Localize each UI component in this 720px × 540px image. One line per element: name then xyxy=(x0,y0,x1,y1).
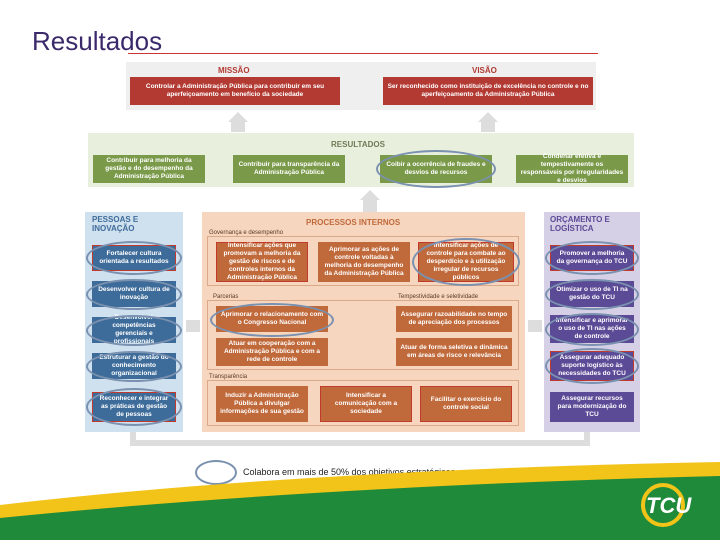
orcamento-title: ORÇAMENTO E LOGÍSTICA xyxy=(550,215,610,233)
feedback-bracket-right xyxy=(584,432,590,446)
arrow-shaft-center xyxy=(363,200,377,212)
resultado-item-4: Condenar efetiva e tempestivamente os re… xyxy=(516,153,628,184)
legend-text: Colabora em mais de 50% dos objetivos es… xyxy=(243,467,456,477)
processos-title: PROCESSOS INTERNOS xyxy=(306,218,401,227)
highlight-ring xyxy=(412,238,520,286)
pessoas-title: PESSOAS E INOVAÇÃO xyxy=(92,215,139,233)
section-tempestividade: Tempestividade e seletividade xyxy=(398,294,479,300)
transparencia-frame xyxy=(207,380,519,426)
arrow-up-left-icon xyxy=(228,112,248,122)
highlight-ring xyxy=(86,241,182,275)
transp-item-1: Induzir a Administração Pública a divulg… xyxy=(216,386,308,422)
green-swoosh xyxy=(0,476,720,540)
tcu-logo-text: TCU xyxy=(646,493,692,518)
highlight-ring xyxy=(545,348,639,384)
resultado-item-2: Contribuir para transparência da Adminis… xyxy=(233,155,345,183)
section-transparencia: Transparência xyxy=(209,374,248,380)
missao-box: Controlar a Administração Pública para c… xyxy=(130,77,340,105)
arrow-up-center-icon xyxy=(360,190,380,200)
tcu-logo-icon: TCU xyxy=(641,483,692,527)
resultado-item-1: Contribuir para melhoria da gestão e do … xyxy=(93,155,205,183)
arrow-shaft-left xyxy=(231,122,245,132)
section-governanca: Governança e desempenho xyxy=(209,230,284,236)
highlight-ring xyxy=(86,279,182,310)
highlight-ring xyxy=(86,351,182,382)
orc-item-5: Assegurar recursos para modernização do … xyxy=(550,392,634,422)
legend-ring-icon xyxy=(195,460,237,485)
arrow-up-right-icon xyxy=(478,112,498,122)
parc-item-2: Atuar em cooperação com a Administração … xyxy=(216,338,328,366)
temp-item-2: Atuar de forma seletiva e dinâmica em ár… xyxy=(396,338,512,366)
arrow-right-side-icon xyxy=(528,320,542,332)
gov-item-2: Aprimorar as ações de controle voltadas … xyxy=(318,242,410,282)
arrow-shaft-right xyxy=(481,122,495,132)
section-parcerias: Parcerias xyxy=(213,294,239,300)
transp-item-3: Facilitar o exercício do controle social xyxy=(420,386,512,422)
visao-box: Ser reconhecido como instituição de exce… xyxy=(383,77,593,105)
feedback-bracket-bottom xyxy=(130,440,590,446)
transp-item-2: Intensificar a comunicação com a socieda… xyxy=(320,386,412,422)
highlight-ring xyxy=(545,279,639,310)
resultados-title: RESULTADOS xyxy=(331,140,385,149)
header-divider xyxy=(128,53,598,54)
tcu-logo: TCU xyxy=(640,480,710,530)
highlight-ring xyxy=(210,303,334,337)
visao-title: VISÃO xyxy=(472,66,497,75)
parcerias-frame xyxy=(207,300,519,370)
highlight-ring xyxy=(545,241,639,275)
missao-title: MISSÃO xyxy=(218,66,250,75)
highlight-ring xyxy=(545,313,639,346)
highlight-ring xyxy=(376,150,496,188)
page-title: Resultados xyxy=(32,26,163,56)
highlight-ring xyxy=(86,388,182,426)
temp-item-1: Assegurar razoabilidade no tempo de apre… xyxy=(396,306,512,332)
gov-item-1: Intensificar ações que promovam a melhor… xyxy=(216,242,308,282)
highlight-ring xyxy=(86,315,182,346)
arrow-left-side-icon xyxy=(186,320,200,332)
feedback-bracket-left xyxy=(130,432,136,446)
